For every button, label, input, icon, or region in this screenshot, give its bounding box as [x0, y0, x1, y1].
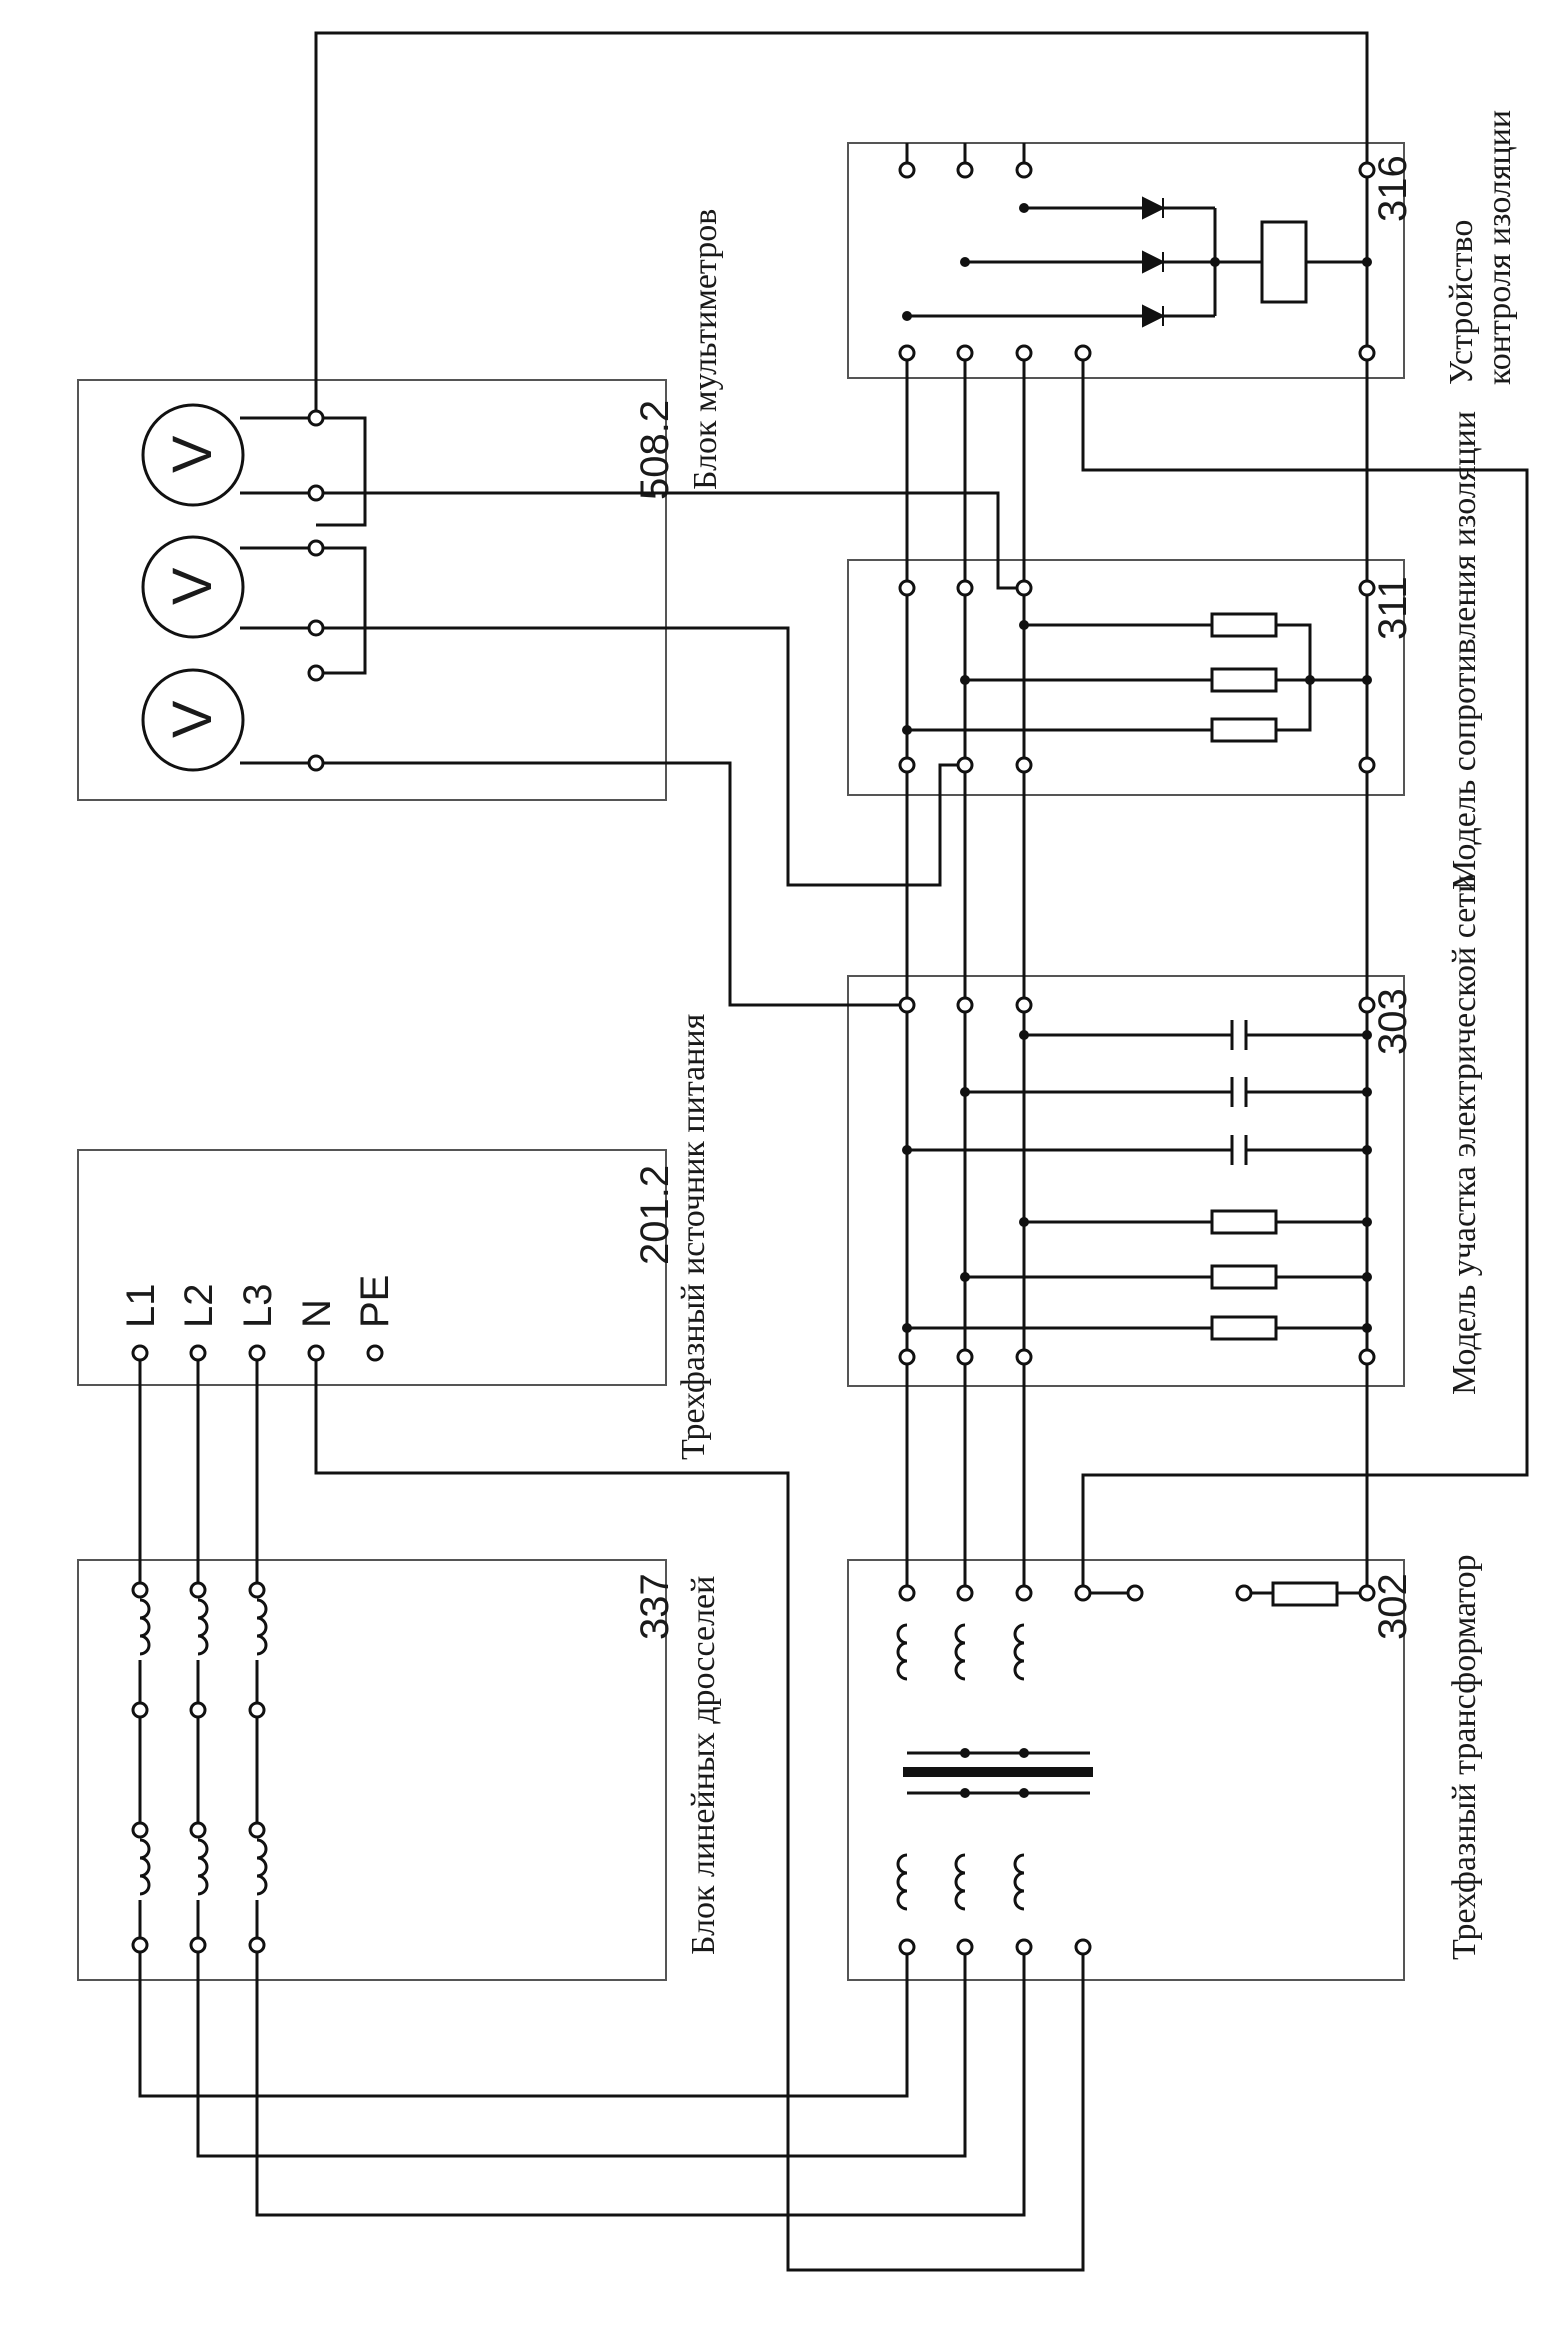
- voltmeters: V V V: [141, 403, 245, 772]
- monitor-block-caption-line2: контроля изоляции: [1481, 110, 1518, 385]
- junction-dots: [902, 203, 1372, 1798]
- monitor-block-caption-line1: Устройство: [1443, 220, 1480, 385]
- multimeters-block-caption: Блок мультиметров: [687, 209, 724, 490]
- network-resistors: [1210, 1209, 1278, 1341]
- network-capacitors: [1230, 1020, 1248, 1165]
- voltmeter-symbol: V: [160, 700, 223, 738]
- chokes-block-caption: Блок линейных дросселей: [685, 1576, 722, 1955]
- insulation-resistors: [1210, 612, 1278, 743]
- monitor-diodes: [1142, 196, 1166, 328]
- source-block-caption: Трехфазный источник питания: [675, 1013, 712, 1460]
- source-block-frame: [77, 1149, 667, 1386]
- transformer-core: [903, 1767, 1093, 1777]
- insulation-elements: [907, 623, 1367, 732]
- transformer-resistor: [1271, 1581, 1339, 1607]
- transformer-block-caption: Трехфазный трансформатор: [1446, 1554, 1483, 1960]
- terminal-label-l2: L2: [177, 1284, 221, 1329]
- chokes-block-number: 337: [633, 1573, 677, 1640]
- transformer-windings: [896, 1581, 1367, 1911]
- insulation-block-frame: [847, 559, 1405, 796]
- monitor-relay: [1260, 220, 1308, 304]
- chokes-block-frame: [77, 1559, 667, 1981]
- terminal-label-l3: L3: [236, 1284, 280, 1329]
- transformer-block-frame: [847, 1559, 1405, 1981]
- network-block-caption: Модель участка электрической сети: [1446, 875, 1483, 1395]
- multimeters-block-frame: [77, 379, 667, 801]
- monitor-block-number: 316: [1371, 155, 1415, 222]
- insulation-block-number: 311: [1371, 576, 1415, 640]
- source-block-number: 201.2: [633, 1165, 677, 1265]
- network-elements: [907, 1033, 1367, 1330]
- monitor-block-frame: [847, 142, 1405, 379]
- terminal-label-l1: L1: [119, 1284, 163, 1329]
- insulation-block-caption: Модель сопротивления изоляции: [1446, 411, 1483, 890]
- terminal-label-pe: PE: [353, 1275, 397, 1328]
- network-block-frame: [847, 975, 1405, 1387]
- multimeters-block-number: 508.2: [633, 400, 677, 500]
- choke-coils: [138, 1598, 268, 1896]
- network-block-number: 303: [1371, 988, 1415, 1055]
- transformer-block-number: 302: [1371, 1573, 1415, 1640]
- voltmeter-symbol: V: [160, 567, 223, 605]
- terminals: [131, 161, 1376, 1956]
- voltmeter-symbol: V: [160, 435, 223, 473]
- terminal-label-n: N: [295, 1299, 339, 1328]
